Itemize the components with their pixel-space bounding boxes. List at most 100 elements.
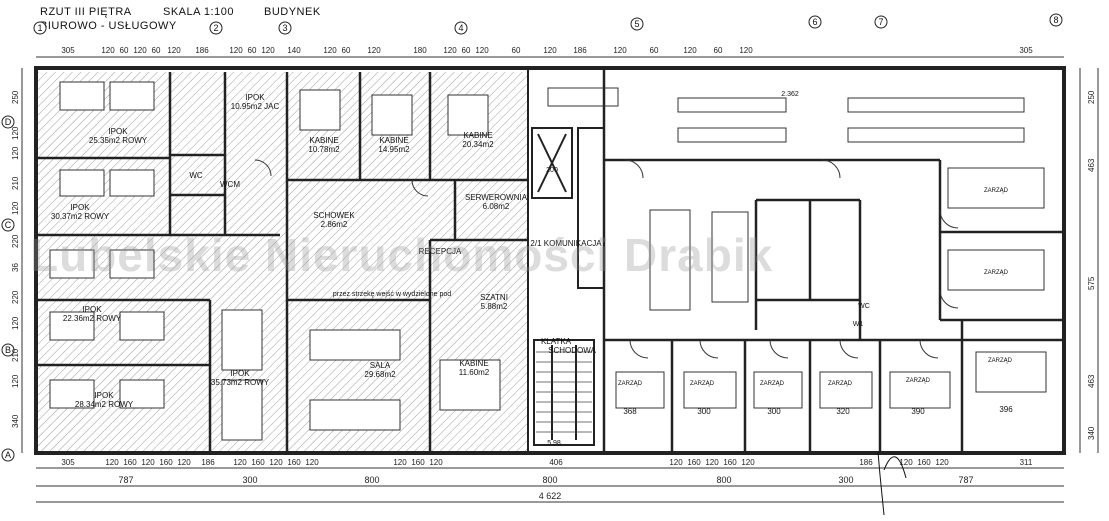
svg-text:2.362: 2.362 xyxy=(781,91,799,98)
svg-text:160: 160 xyxy=(723,458,737,467)
room-5-area: 30.37m2 ROWY xyxy=(51,212,110,221)
axis-7-label: 7 xyxy=(878,17,883,27)
axis-7-bubble xyxy=(874,15,888,29)
stair-treads xyxy=(536,351,592,433)
svg-text:120: 120 xyxy=(11,201,20,215)
right-dimensions: 250 463 575 463 340 xyxy=(1087,90,1096,440)
right-wing-misc: 2.362 200 WC W1 5.98 xyxy=(546,91,870,447)
svg-text:60: 60 xyxy=(120,46,129,55)
svg-text:250: 250 xyxy=(1087,90,1096,104)
axis-1-bubble xyxy=(33,21,47,35)
svg-text:120: 120 xyxy=(613,46,627,55)
svg-text:463: 463 xyxy=(1087,158,1096,172)
interior-walls-right xyxy=(602,68,1064,453)
svg-text:220: 220 xyxy=(11,290,20,304)
svg-text:340: 340 xyxy=(11,414,20,428)
svg-text:787: 787 xyxy=(958,475,973,485)
axis-A-label: A xyxy=(5,450,11,460)
axis-6-label: 6 xyxy=(812,17,817,27)
svg-text:120: 120 xyxy=(935,458,949,467)
interior-walls-left xyxy=(36,72,528,453)
svg-text:120: 120 xyxy=(167,46,181,55)
room-10-area: 5.88m2 xyxy=(481,302,508,311)
svg-text:ZARZĄD: ZARZĄD xyxy=(906,378,931,384)
svg-text:120: 120 xyxy=(543,46,557,55)
room-16-area: SCHODOWA xyxy=(548,346,596,355)
axis-8-bubble xyxy=(1049,13,1063,27)
svg-text:ZARZĄD: ZARZĄD xyxy=(618,381,643,387)
svg-text:120: 120 xyxy=(105,458,119,467)
room-9-area: przez strzekę wejść w wydzielone pod xyxy=(333,291,451,298)
room-3-area: 14.95m2 xyxy=(378,145,410,154)
room-15-name: IPOK xyxy=(94,391,114,400)
header-building: BUDYNEK xyxy=(264,6,321,18)
svg-text:120: 120 xyxy=(739,46,753,55)
svg-text:120: 120 xyxy=(133,46,147,55)
svg-text:120: 120 xyxy=(177,458,191,467)
desk-rows xyxy=(547,87,1047,409)
row-axis-labels: A B C D xyxy=(5,117,12,460)
svg-text:120: 120 xyxy=(229,46,243,55)
column-axes xyxy=(33,13,1063,35)
svg-text:160: 160 xyxy=(917,458,931,467)
svg-text:160: 160 xyxy=(287,458,301,467)
bottom-dimensions: 305 120 160 120 160 120 186 120 160 120 … xyxy=(61,458,1033,467)
room-labels: IPOK 25.35m2 ROWY IPOK 10.95m2 JAC KABIN… xyxy=(51,93,602,409)
signature-scribble xyxy=(877,451,907,516)
svg-text:60: 60 xyxy=(462,46,471,55)
svg-text:120: 120 xyxy=(305,458,319,467)
room-8-name: SERWEROWNIA xyxy=(465,193,528,202)
svg-text:ZARZĄD: ZARZĄD xyxy=(690,381,715,387)
svg-text:120: 120 xyxy=(669,458,683,467)
top-dimensions: 305 120 60 120 60 120 186 120 60 120 140… xyxy=(61,46,1033,55)
svg-text:ZARZĄD: ZARZĄD xyxy=(828,381,853,387)
room-17-name: 2/1 KOMUNIKACJA xyxy=(530,239,602,248)
svg-text:120: 120 xyxy=(11,146,20,160)
axis-2-bubble xyxy=(209,21,223,35)
axis-B-label: B xyxy=(5,345,11,355)
room-7-name: SCHOWEK xyxy=(313,211,355,220)
right-wing-labels: ZARZĄD ZARZĄD ZARZĄD ZARZĄD ZARZĄD ZARZĄ… xyxy=(618,188,1013,387)
axis-2-label: 2 xyxy=(213,23,218,33)
room-10-name: SZATNI xyxy=(480,293,508,302)
axis-5-bubble xyxy=(630,17,644,31)
svg-text:120: 120 xyxy=(323,46,337,55)
svg-text:300: 300 xyxy=(767,407,781,416)
svg-text:60: 60 xyxy=(152,46,161,55)
svg-text:340: 340 xyxy=(1087,426,1096,440)
room-2-name: KABINE xyxy=(309,136,338,145)
svg-text:120: 120 xyxy=(11,316,20,330)
svg-text:ZARZĄD: ZARZĄD xyxy=(984,188,1009,194)
svg-text:ZARZĄD: ZARZĄD xyxy=(984,270,1009,276)
svg-text:120: 120 xyxy=(705,458,719,467)
axis-D-label: D xyxy=(5,117,12,127)
right-wing-widths: 368 300 300 320 390 396 xyxy=(623,405,1013,416)
axis-3-label: 3 xyxy=(282,23,287,33)
svg-text:800: 800 xyxy=(364,475,379,485)
header-scale: SKALA 1:100 xyxy=(163,6,234,18)
room-0-area: 25.35m2 ROWY xyxy=(89,136,148,145)
svg-text:186: 186 xyxy=(195,46,209,55)
svg-text:120: 120 xyxy=(393,458,407,467)
svg-text:186: 186 xyxy=(859,458,873,467)
svg-text:186: 186 xyxy=(201,458,215,467)
svg-text:ZARZĄD: ZARZĄD xyxy=(988,358,1013,364)
svg-text:200: 200 xyxy=(546,167,558,174)
axis-C-label: C xyxy=(5,220,12,230)
outer-wall xyxy=(34,66,1066,455)
axis-3-bubble xyxy=(278,21,292,35)
svg-text:60: 60 xyxy=(650,46,659,55)
svg-text:210: 210 xyxy=(11,176,20,190)
room-13-area: 29.68m2 xyxy=(364,370,396,379)
svg-text:120: 120 xyxy=(141,458,155,467)
svg-text:160: 160 xyxy=(251,458,265,467)
room-3-name: KABINE xyxy=(379,136,408,145)
svg-text:575: 575 xyxy=(1087,276,1096,290)
room-14-area: 11.60m2 xyxy=(459,368,490,377)
axis-8-label: 8 xyxy=(1053,15,1058,25)
svg-text:390: 390 xyxy=(911,407,925,416)
svg-text:WC: WC xyxy=(858,303,870,310)
svg-text:120: 120 xyxy=(101,46,115,55)
room-1-area: 10.95m2 JAC xyxy=(231,102,280,111)
left-dimensions: 250 120 120 210 120 220 36 220 120 210 1… xyxy=(11,90,20,428)
